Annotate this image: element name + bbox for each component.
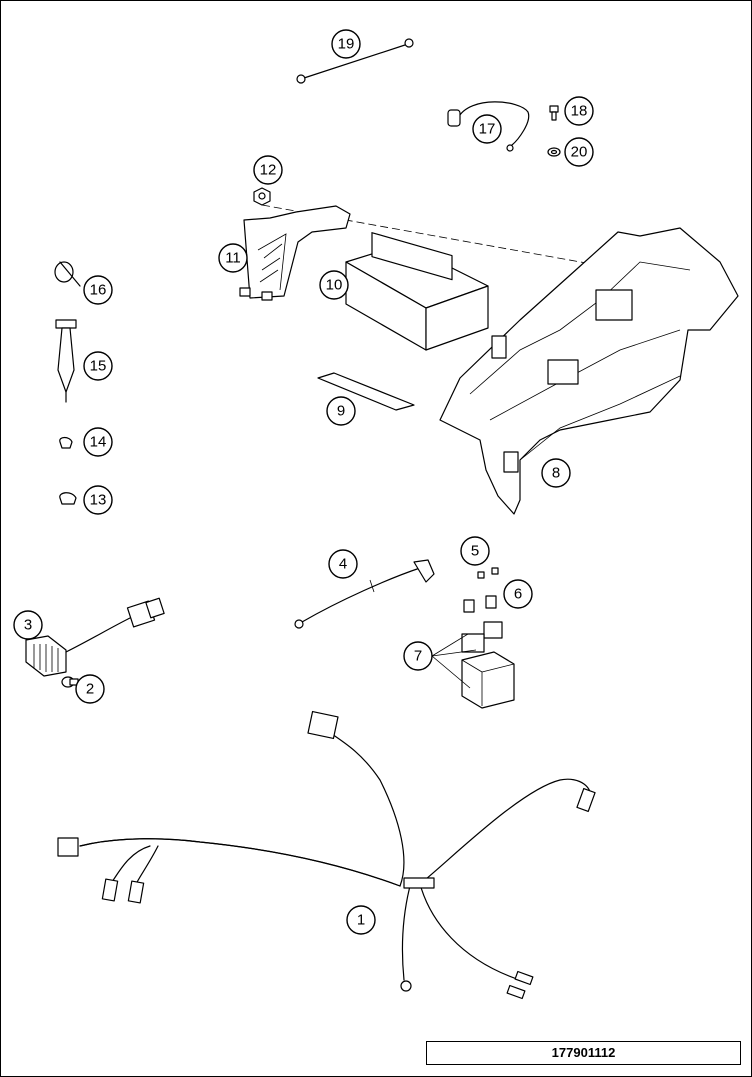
callout-11: 11 <box>218 243 248 273</box>
callout-19: 19 <box>331 29 361 59</box>
battery-cable-part <box>447 101 530 152</box>
callout-17: 17 <box>472 114 502 144</box>
svg-text:6: 6 <box>514 586 522 603</box>
svg-text:19: 19 <box>338 36 355 53</box>
cable-strap-part <box>55 319 77 403</box>
svg-text:10: 10 <box>326 277 343 294</box>
svg-text:14: 14 <box>90 434 107 451</box>
fuse-small-part <box>477 567 499 579</box>
svg-text:9: 9 <box>337 403 345 420</box>
svg-text:2: 2 <box>86 681 94 698</box>
svg-text:3: 3 <box>24 617 32 634</box>
ground-cable-part <box>296 38 414 84</box>
callout-14: 14 <box>83 427 113 457</box>
assembly-line <box>261 204 671 279</box>
callout-3: 3 <box>13 610 43 640</box>
callout-7: 7 <box>403 641 433 671</box>
battery-compartment-part <box>439 227 739 515</box>
callout-1: 1 <box>346 905 376 935</box>
callout-6: 6 <box>503 579 533 609</box>
callout-5: 5 <box>460 536 490 566</box>
wiring-harness-part <box>57 710 596 1000</box>
relay-leader-lines <box>431 633 477 689</box>
svg-text:18: 18 <box>571 103 588 120</box>
svg-text:17: 17 <box>479 121 496 138</box>
battery-part <box>345 232 489 351</box>
callout-2: 2 <box>75 674 105 704</box>
battery-holder-part <box>239 205 351 301</box>
starter-cable-part <box>294 559 435 629</box>
svg-text:7: 7 <box>414 648 422 665</box>
drawing-number: 177901112 <box>426 1041 741 1065</box>
fuse-part <box>463 595 497 613</box>
svg-text:13: 13 <box>90 492 107 509</box>
clip-small-part <box>59 436 73 449</box>
svg-text:4: 4 <box>339 556 347 573</box>
callout-12: 12 <box>253 155 283 185</box>
voltage-regulator-part <box>25 597 165 677</box>
svg-text:15: 15 <box>90 358 107 375</box>
screw-part <box>549 105 559 121</box>
svg-text:1: 1 <box>357 912 365 929</box>
svg-text:5: 5 <box>471 543 479 560</box>
svg-text:8: 8 <box>552 465 560 482</box>
callout-13: 13 <box>83 485 113 515</box>
callout-20: 20 <box>564 137 594 167</box>
svg-text:16: 16 <box>90 282 107 299</box>
svg-text:11: 11 <box>225 250 241 267</box>
battery-pad-part <box>317 372 415 411</box>
clip-part <box>59 492 77 505</box>
callout-9: 9 <box>326 396 356 426</box>
regulator-screw-part <box>61 676 79 688</box>
callout-8: 8 <box>541 458 571 488</box>
svg-text:12: 12 <box>260 162 277 179</box>
callout-15: 15 <box>83 351 113 381</box>
washer-part <box>547 147 561 157</box>
cable-tie-part <box>54 261 81 287</box>
callout-10: 10 <box>319 270 349 300</box>
svg-text:20: 20 <box>571 144 588 161</box>
callout-16: 16 <box>83 275 113 305</box>
callout-18: 18 <box>564 96 594 126</box>
relay-part <box>461 621 515 709</box>
nut-part <box>253 187 271 206</box>
callout-4: 4 <box>328 549 358 579</box>
